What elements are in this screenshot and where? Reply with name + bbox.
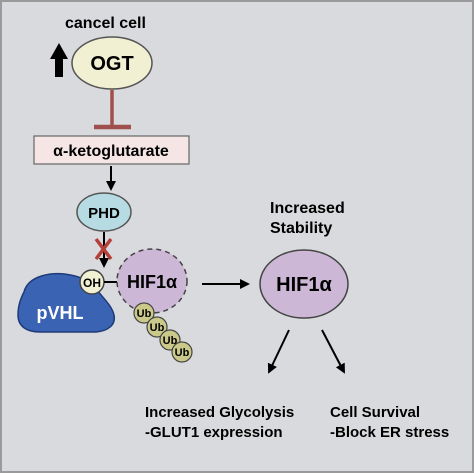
oh-label: OH bbox=[83, 276, 101, 290]
survival-outcome-line1: Cell Survival bbox=[330, 404, 420, 421]
hif1a-stable-label: HIF1α bbox=[276, 274, 332, 296]
hif1a-bound-label: HIF1α bbox=[127, 272, 177, 292]
stability-label-line2: Stability bbox=[270, 220, 332, 237]
svg-text:Ub: Ub bbox=[163, 335, 178, 347]
ogt-label: OGT bbox=[90, 53, 133, 75]
glycolysis-arrow bbox=[267, 329, 290, 374]
up-arrow-icon bbox=[50, 43, 68, 77]
ogt-node: OGT bbox=[71, 36, 153, 90]
svg-text:Ub: Ub bbox=[175, 347, 190, 359]
svg-text:Ub: Ub bbox=[150, 322, 165, 334]
stability-label-line1: Increased bbox=[270, 200, 345, 217]
hif1a-stable-node: HIF1α bbox=[259, 249, 349, 319]
blocked-cross-icon bbox=[94, 237, 113, 261]
svg-text:Ub: Ub bbox=[137, 308, 152, 320]
glycolysis-outcome-line2: -GLUT1 expression bbox=[145, 424, 283, 441]
cell-label: cancel cell bbox=[65, 15, 146, 32]
phd-node: PHD bbox=[76, 192, 132, 232]
ubiquitin-chain: Ub Ub Ub Ub bbox=[133, 302, 193, 363]
pvhl-label: pVHL bbox=[37, 303, 84, 323]
phd-label: PHD bbox=[88, 205, 120, 222]
ubiquitin-2: Ub bbox=[146, 316, 168, 338]
ketoglutarate-label: α-ketoglutarate bbox=[53, 143, 169, 160]
ubiquitin-1: Ub bbox=[133, 302, 155, 324]
ubiquitin-4: Ub bbox=[171, 341, 193, 363]
oh-node: OH bbox=[79, 269, 105, 295]
inhibition-bar bbox=[94, 90, 131, 130]
survival-outcome-line2: -Block ER stress bbox=[330, 424, 449, 441]
ketoglutarate-box: α-ketoglutarate bbox=[33, 135, 190, 165]
hif1a-bound-node: HIF1α bbox=[116, 248, 188, 314]
survival-arrow bbox=[321, 329, 345, 374]
glycolysis-outcome-line1: Increased Glycolysis bbox=[145, 404, 294, 421]
